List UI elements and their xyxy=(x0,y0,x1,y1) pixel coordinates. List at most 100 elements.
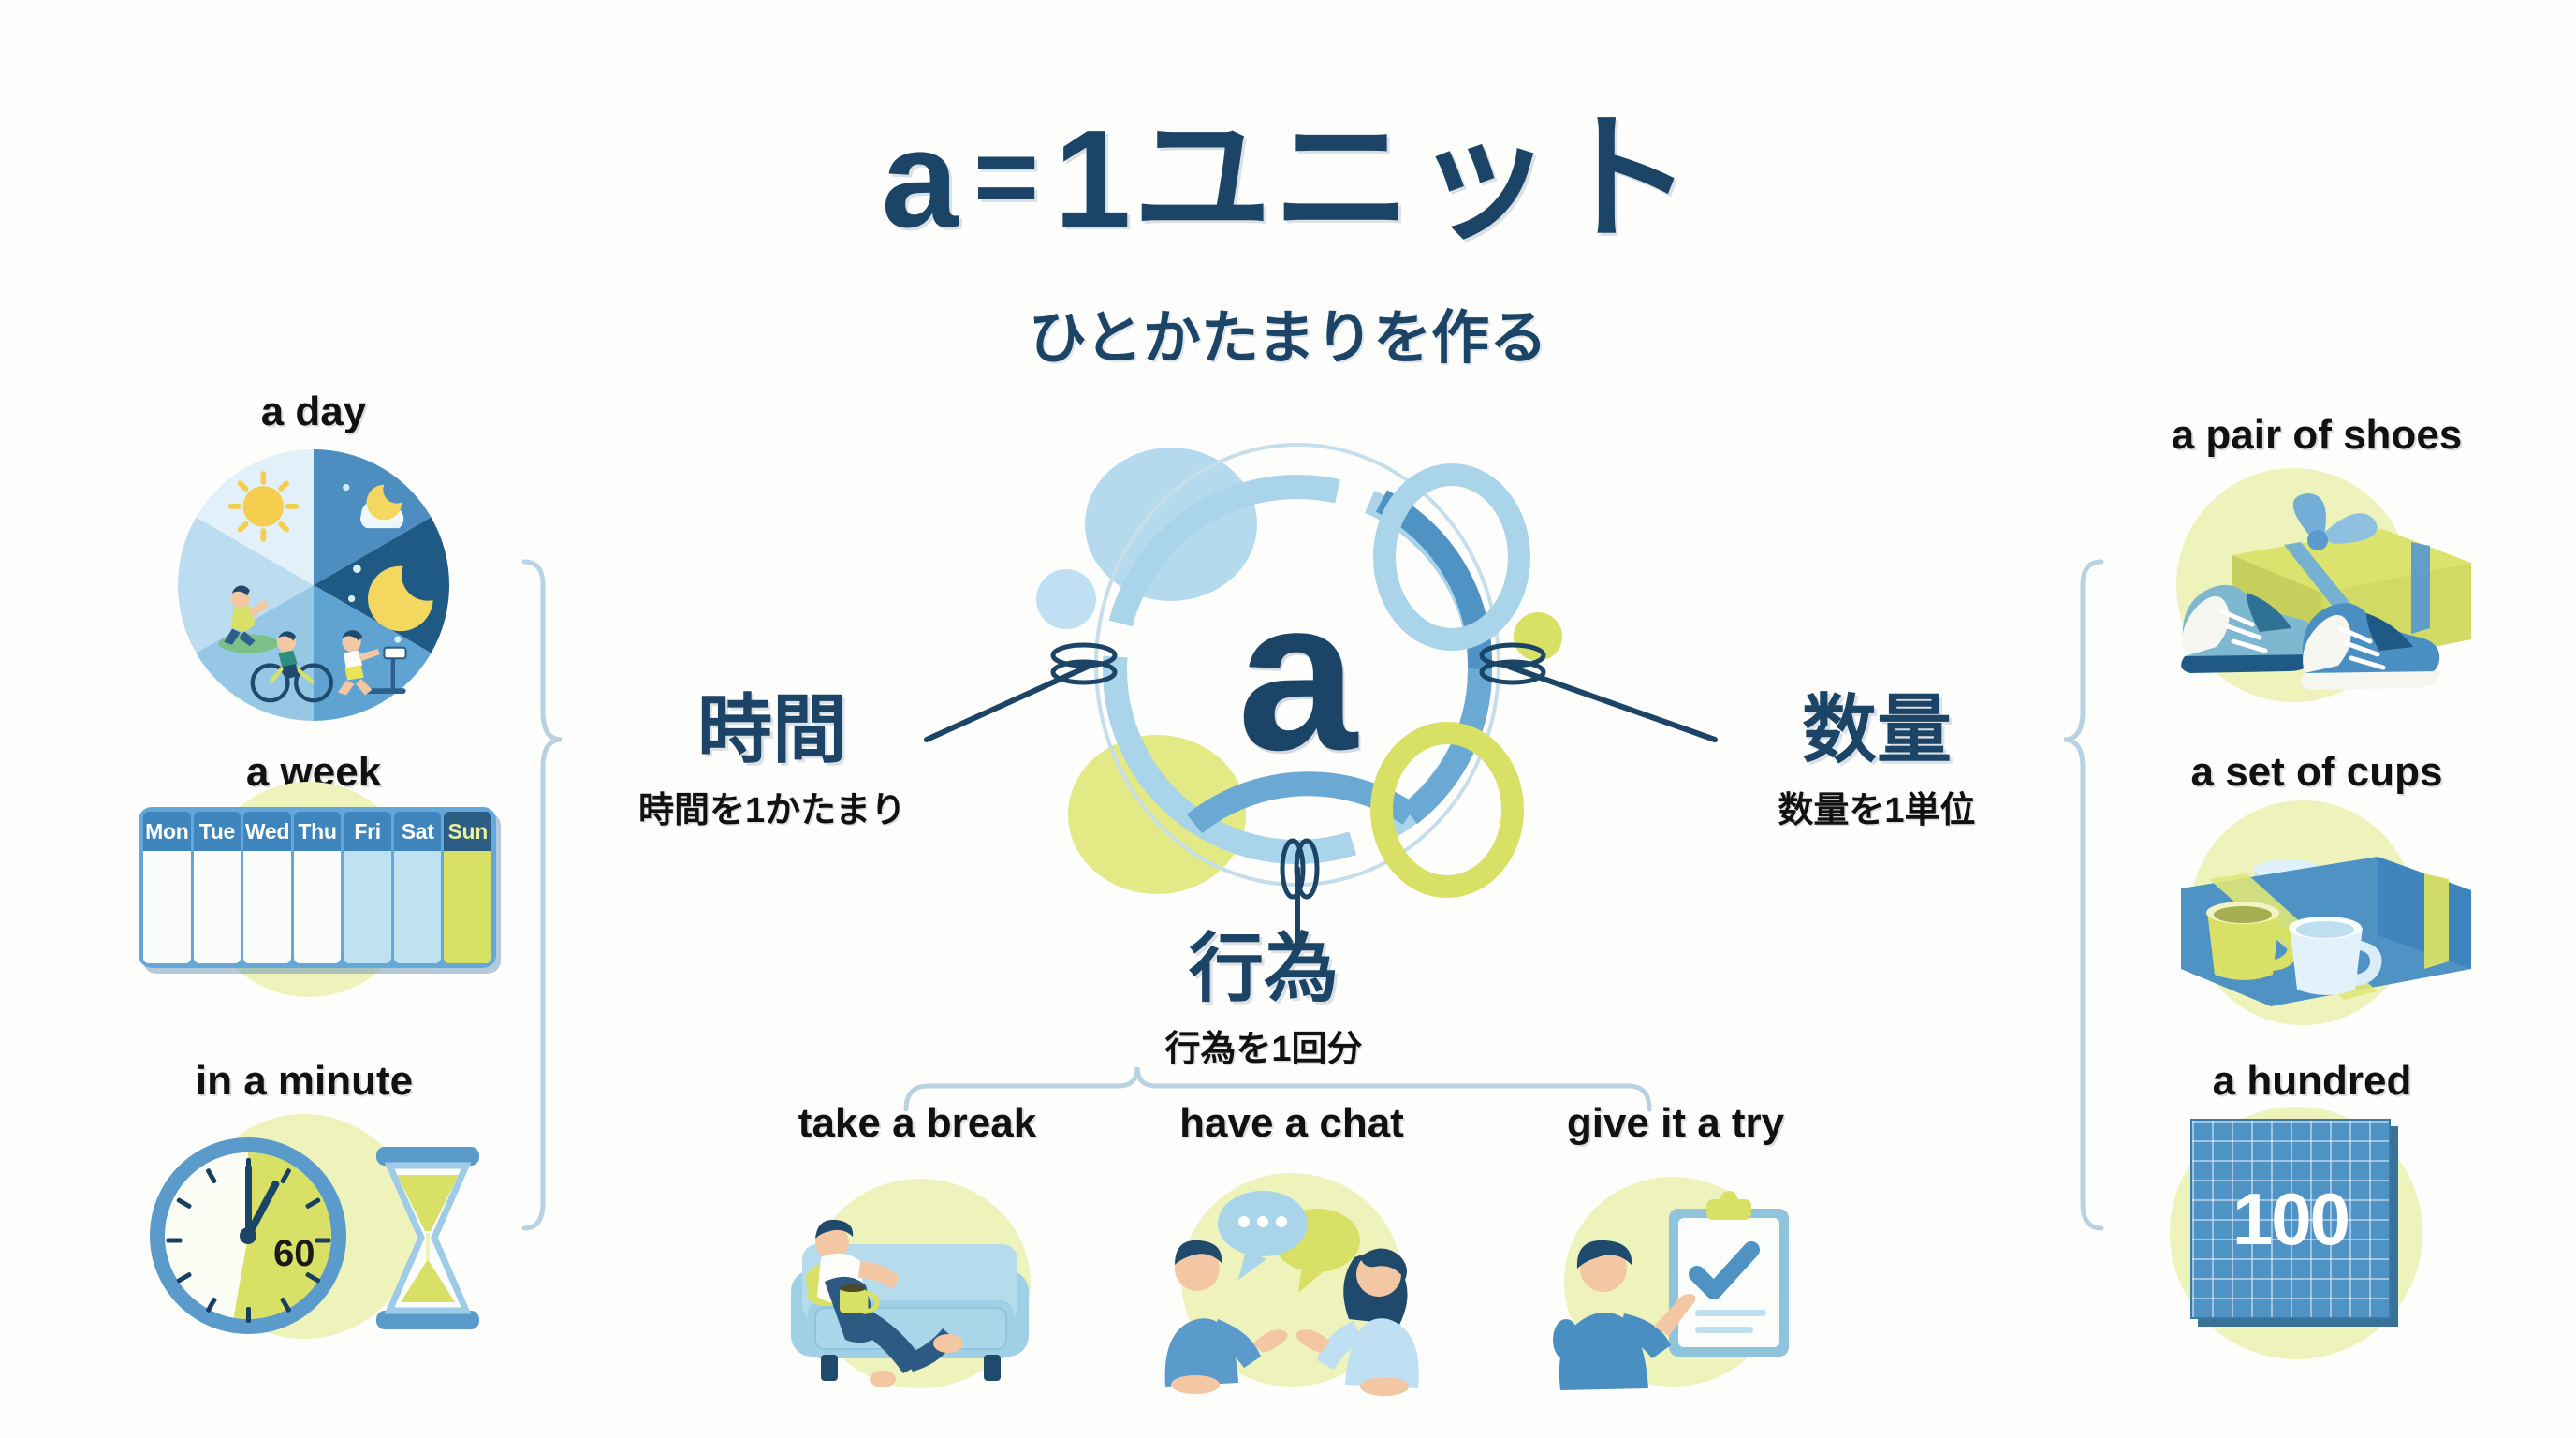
clipboard-check-icon xyxy=(1521,1160,1830,1394)
week-day-thu: Thu xyxy=(293,812,342,851)
sofa-relax-icon xyxy=(763,1160,1072,1394)
branch-time-title: 時間 xyxy=(697,688,847,771)
pie-seg-midday xyxy=(178,517,314,653)
hub-ring-arc-blue2 xyxy=(1401,668,1493,825)
title-letter-a: a xyxy=(881,102,960,257)
person-stretch-icon xyxy=(218,585,279,653)
week-cell-wed xyxy=(243,851,291,963)
branch-time-subtitle: 時間を1かたまり xyxy=(638,791,906,830)
speech-bubble-blue xyxy=(1218,1191,1308,1280)
cup-box-ribbon-vert xyxy=(2424,873,2449,969)
hub-letter-a: a xyxy=(1237,553,1357,795)
hub-open-ring-bottomright xyxy=(1370,722,1524,898)
week-cell-sat xyxy=(393,851,442,963)
cyclist-icon xyxy=(250,631,334,703)
pie-seg-morning xyxy=(196,585,314,721)
runner-icon xyxy=(338,630,407,696)
week-day-col: Tue xyxy=(193,812,242,963)
clipboard-icon xyxy=(1669,1191,1789,1357)
two-people-chat-icon xyxy=(1137,1160,1446,1396)
moon-stars-icon xyxy=(347,565,433,643)
person-pointing-icon xyxy=(1553,1240,1696,1390)
week-cell-sun xyxy=(444,851,492,963)
label-a-day: a day xyxy=(260,389,367,434)
week-day-wed: Wed xyxy=(243,812,291,851)
label-in-a-minute: in a minute xyxy=(195,1058,414,1104)
central-hub: a xyxy=(1007,412,1588,936)
hourglass-sand-stream xyxy=(426,1233,430,1261)
clock-tick xyxy=(315,1238,330,1243)
shoe-back-icon xyxy=(2181,584,2319,673)
week-cell-thu xyxy=(293,851,342,963)
week-day-col: Sun xyxy=(444,812,492,963)
left-brace xyxy=(521,559,563,1231)
label-a-hundred: a hundred xyxy=(2212,1058,2412,1104)
week-day-fri: Fri xyxy=(344,812,391,851)
sun-icon xyxy=(227,471,300,542)
shoes-gift-icon xyxy=(2144,473,2490,690)
hundred-block-icon: 100 xyxy=(2190,1119,2424,1353)
week-day-col: Sat xyxy=(393,812,442,963)
page-subtitle: ひとかたまりを作る xyxy=(1028,306,1548,371)
week-cell-mon xyxy=(143,851,191,963)
right-brace xyxy=(2063,559,2104,1231)
hub-dot-left xyxy=(1036,569,1096,629)
week-day-sat: Sat xyxy=(393,812,442,851)
hourglass-icon xyxy=(373,1147,483,1329)
branch-quantity-title: 数量 xyxy=(1802,688,1952,771)
clock-hourglass-icon: 60 xyxy=(150,1128,505,1343)
person-relaxing-icon xyxy=(815,1219,963,1387)
label-take-a-break: take a break xyxy=(798,1100,1037,1146)
week-day-col: Mon xyxy=(143,812,191,963)
week-calendar-icon: Mon Tue Wed Thu Fri Sat xyxy=(139,807,504,976)
hub-open-ring-topright xyxy=(1373,463,1530,651)
week-cell-tue xyxy=(193,851,242,963)
action-have-a-chat: have a chat xyxy=(1137,1100,1446,1396)
cup-white-icon xyxy=(2289,917,2382,995)
check-mark xyxy=(1689,1241,1760,1299)
title-unit-text: 1ユニット xyxy=(1054,102,1695,257)
week-day-col: Thu xyxy=(293,812,342,963)
branch-quantity-subtitle: 数量を1単位 xyxy=(1778,791,1976,830)
cloud-moon-icon xyxy=(343,483,404,529)
hourglass-bottom-cap xyxy=(376,1311,479,1329)
hundred-block: 100 xyxy=(2190,1119,2391,1319)
branch-quantity: 数量 数量を1単位 xyxy=(1722,693,2031,832)
title-equals-sign: = xyxy=(973,114,1042,240)
week-day-tue: Tue xyxy=(193,812,242,851)
label-a-set-of-cups: a set of cups xyxy=(2190,749,2443,795)
branch-time: 時間 時間を1かたまり xyxy=(618,693,927,832)
clock-tick xyxy=(245,1307,251,1323)
week-day-mon: Mon xyxy=(143,812,191,851)
person-right-icon xyxy=(1295,1248,1419,1396)
clock-number-60: 60 xyxy=(273,1233,315,1274)
day-pie-icon xyxy=(178,449,449,721)
week-cell-fri xyxy=(344,851,391,963)
clock-center-pin xyxy=(240,1227,256,1244)
hub-blob-bottomleft xyxy=(1068,735,1246,894)
action-take-a-break: take a break xyxy=(763,1100,1072,1394)
week-calendar: Mon Tue Wed Thu Fri Sat xyxy=(139,807,496,968)
hourglass-top-cap xyxy=(376,1147,479,1166)
clock-tick xyxy=(166,1238,182,1243)
action-give-it-a-try: give it a try xyxy=(1521,1100,1830,1394)
hourglass-sand-bottom xyxy=(401,1259,455,1302)
hundred-block-grid xyxy=(2192,1121,2389,1317)
clock-face: 60 xyxy=(150,1137,346,1334)
week-day-sun: Sun xyxy=(444,812,492,851)
person-left-icon xyxy=(1164,1240,1288,1394)
branch-action-title: 行為 xyxy=(1189,927,1339,1010)
hourglass-sand-top xyxy=(397,1175,459,1231)
label-have-a-chat: have a chat xyxy=(1179,1100,1404,1146)
page-title: a=1ユニット xyxy=(0,110,2576,249)
hundred-block-number: 100 xyxy=(2232,1177,2350,1260)
branch-action-subtitle: 行為を1回分 xyxy=(1164,1030,1363,1069)
cups-box-icon xyxy=(2153,810,2490,1011)
shoe-front-icon xyxy=(2301,603,2441,690)
branch-action: 行為 行為を1回分 xyxy=(1109,932,1418,1071)
label-a-pair-of-shoes: a pair of shoes xyxy=(2171,412,2463,458)
label-give-it-a-try: give it a try xyxy=(1566,1100,1785,1146)
clock-minute-hand xyxy=(244,1165,252,1236)
week-day-col: Fri xyxy=(344,812,391,963)
